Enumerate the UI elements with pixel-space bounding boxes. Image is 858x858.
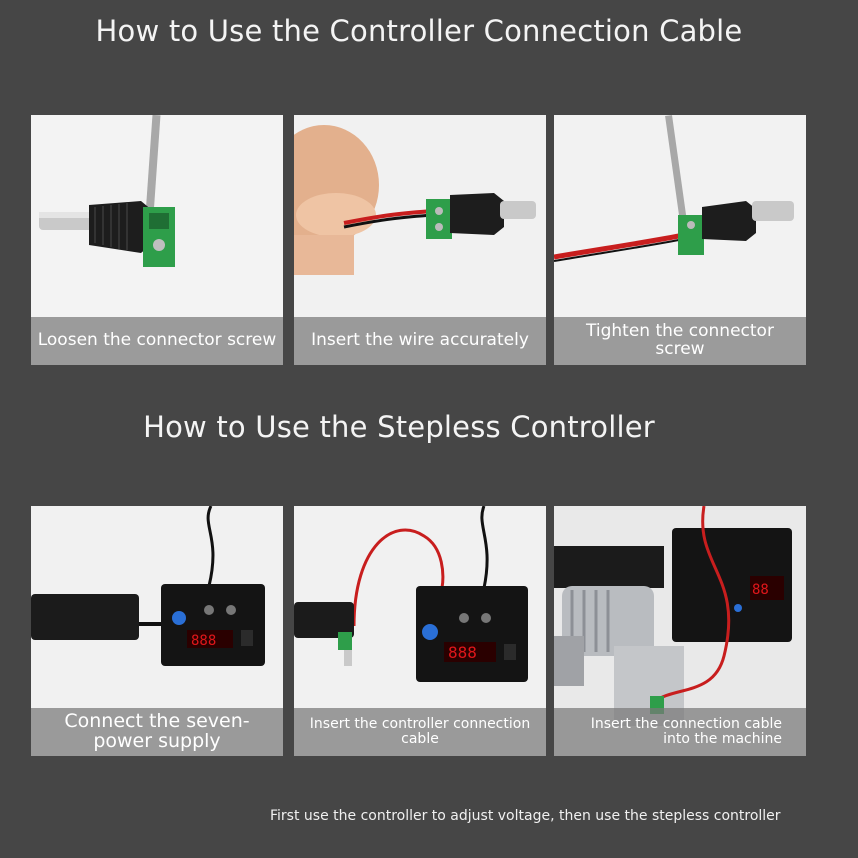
svg-text:888: 888 <box>191 633 216 649</box>
step-panel-machine: 88 Insert the connection cable into the … <box>554 506 806 756</box>
step-caption: Tighten the connector screw <box>554 317 806 365</box>
step-panel-controller-cable: 888 Insert the controller connection cab… <box>294 506 546 756</box>
step-caption: Insert the wire accurately <box>294 317 546 365</box>
step-caption: Insert the controller connection cable <box>294 708 546 756</box>
svg-text:888: 888 <box>448 643 477 662</box>
footer-note: First use the controller to adjust volta… <box>270 808 781 824</box>
step-panel-loosen: Loosen the connector screw <box>31 115 283 365</box>
step-caption: Loosen the connector screw <box>31 317 283 365</box>
section-title-cable: How to Use the Controller Connection Cab… <box>95 14 743 48</box>
step-panel-tighten: Tighten the connector screw <box>554 115 806 365</box>
step-panel-insert-wire: Insert the wire accurately <box>294 115 546 365</box>
step-caption: Insert the connection cable into the mac… <box>554 708 806 756</box>
svg-text:88: 88 <box>752 582 769 598</box>
step-panel-power-supply: 888 Connect the seven-power supply <box>31 506 283 756</box>
step-caption: Connect the seven-power supply <box>31 708 283 756</box>
section-title-controller: How to Use the Stepless Controller <box>143 410 655 444</box>
